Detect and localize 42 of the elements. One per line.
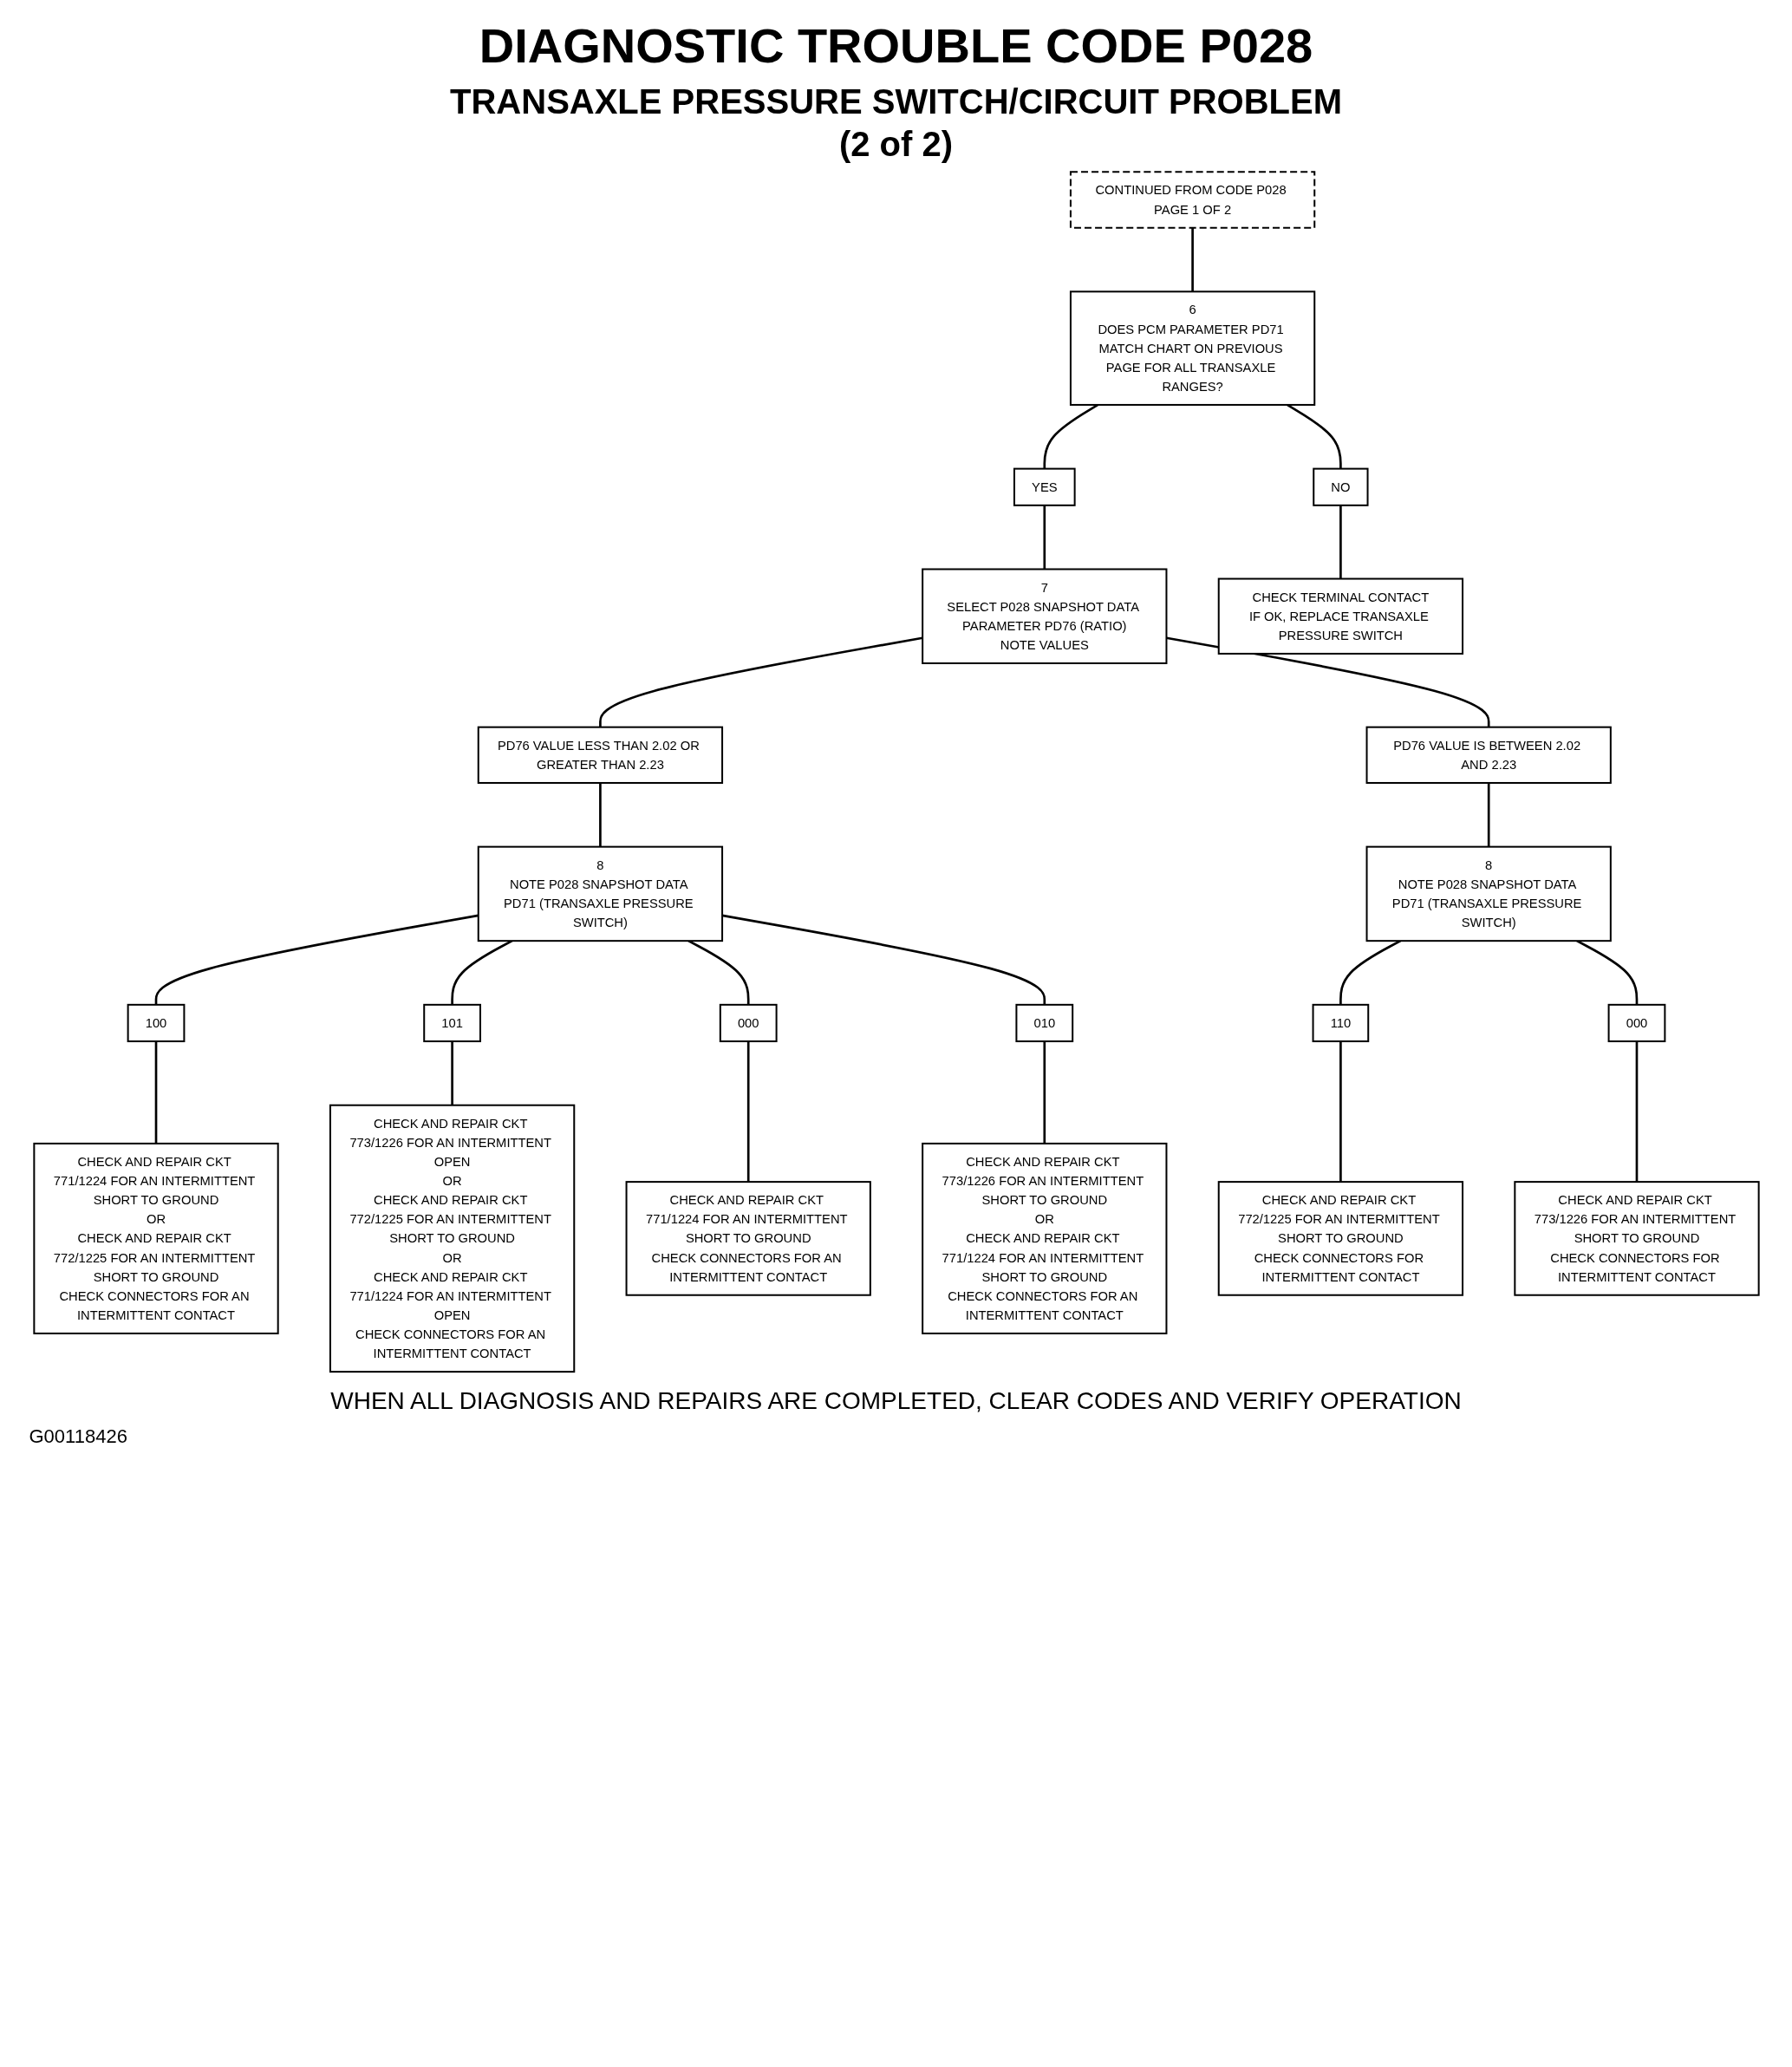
connector <box>154 914 479 1005</box>
figure-code: G00118426 <box>29 1425 128 1448</box>
node-box: CHECK TERMINAL CONTACT IF OK, REPLACE TRANSAXLE PRESSURE SWITCH <box>1217 577 1463 655</box>
node-box: 8 NOTE P028 SNAPSHOT DATA PD71 (TRANSAXLE PRESSURE SWITCH) <box>477 845 723 942</box>
node-box: PD76 VALUE IS BETWEEN 2.02 AND 2.23 <box>1365 726 1612 784</box>
node-box: CHECK AND REPAIR CKT 771/1224 FOR AN INTERMITTENT SHORT TO GROUND OR CHECK AND REPAIR CKT 772/1225 FOR AN INTERMITTENT SHORT TO GROUND CHECK CONNECTORS FOR AN INTERMITTENT CONTACT <box>32 1142 279 1334</box>
node-box: 7 SELECT P028 SNAPSHOT DATA PARAMETER PD76 (RATIO) NOTE VALUES <box>921 568 1167 664</box>
node-box: CHECK AND REPAIR CKT 771/1224 FOR AN INTERMITTENT SHORT TO GROUND CHECK CONNECTORS FOR AN INTERMITTENT CONTACT <box>625 1181 871 1296</box>
connector <box>1339 1041 1342 1183</box>
node-box: CHECK AND REPAIR CKT 773/1226 FOR AN INTERMITTENT OPEN OR CHECK AND REPAIR CKT 772/1225 FOR AN INTERMITTENT SHORT TO GROUND OR CHECK AND REPAIR CKT 771/1224 FOR AN INTERMITTENT OPEN CHECK CONNECTORS FOR AN INTERMITTENT CONTACT <box>329 1104 575 1373</box>
connector <box>1635 1041 1638 1183</box>
footnote: WHEN ALL DIAGNOSIS AND REPAIRS ARE COMPLETED, CLEAR CODES AND VERIFY OPERATION <box>329 1386 1463 1415</box>
node-box: CHECK AND REPAIR CKT 773/1226 FOR AN INTERMITTENT SHORT TO GROUND CHECK CONNECTORS FOR INTERMITTENT CONTACT <box>1513 1181 1760 1296</box>
node-box: CHECK AND REPAIR CKT 772/1225 FOR AN INTERMITTENT SHORT TO GROUND CHECK CONNECTORS FOR INTERMITTENT CONTACT <box>1217 1181 1463 1296</box>
node-box: NO <box>1312 467 1369 506</box>
connector <box>1190 227 1194 292</box>
node-box: 8 NOTE P028 SNAPSHOT DATA PD71 (TRANSAXLE PRESSURE SWITCH) <box>1365 845 1612 942</box>
connector <box>450 1041 453 1105</box>
node-box: 6 DOES PCM PARAMETER PD71 MATCH CHART ON PREVIOUS PAGE FOR ALL TRANSAXLE RANGES? <box>1069 290 1315 406</box>
node-box: 101 <box>422 1003 481 1043</box>
connector <box>721 914 1046 1005</box>
node-box: PD76 VALUE LESS THAN 2.02 OR GREATER THAN 2.23 <box>477 726 723 784</box>
node-box: YES <box>1013 467 1076 506</box>
connector <box>1487 783 1489 847</box>
title: DIAGNOSTIC TROUBLE CODE P028 <box>478 17 1314 74</box>
node-box: CONTINUED FROM CODE P028 PAGE 1 OF 2 <box>1069 171 1315 229</box>
connector <box>1042 505 1046 570</box>
connector <box>598 636 922 727</box>
connector <box>1042 1041 1046 1144</box>
connector <box>1165 636 1489 727</box>
node-box: 000 <box>1607 1003 1665 1043</box>
node-box: 010 <box>1014 1003 1073 1043</box>
subtitle: TRANSAXLE PRESSURE SWITCH/CIRCUIT PROBLEM <box>449 82 1343 121</box>
connector <box>746 1041 750 1183</box>
subtitle: (2 of 2) <box>837 125 955 164</box>
node-box: 000 <box>719 1003 778 1043</box>
connector <box>1339 505 1342 579</box>
node-box: CHECK AND REPAIR CKT 773/1226 FOR AN INTERMITTENT SHORT TO GROUND OR CHECK AND REPAIR CKT 771/1224 FOR AN INTERMITTENT SHORT TO GROUND CHECK CONNECTORS FOR AN INTERMITTENT CONTACT <box>921 1142 1167 1334</box>
connector <box>154 1041 157 1144</box>
node-box: 110 <box>1312 1003 1369 1043</box>
node-box: 100 <box>127 1003 185 1043</box>
connector <box>598 783 602 847</box>
